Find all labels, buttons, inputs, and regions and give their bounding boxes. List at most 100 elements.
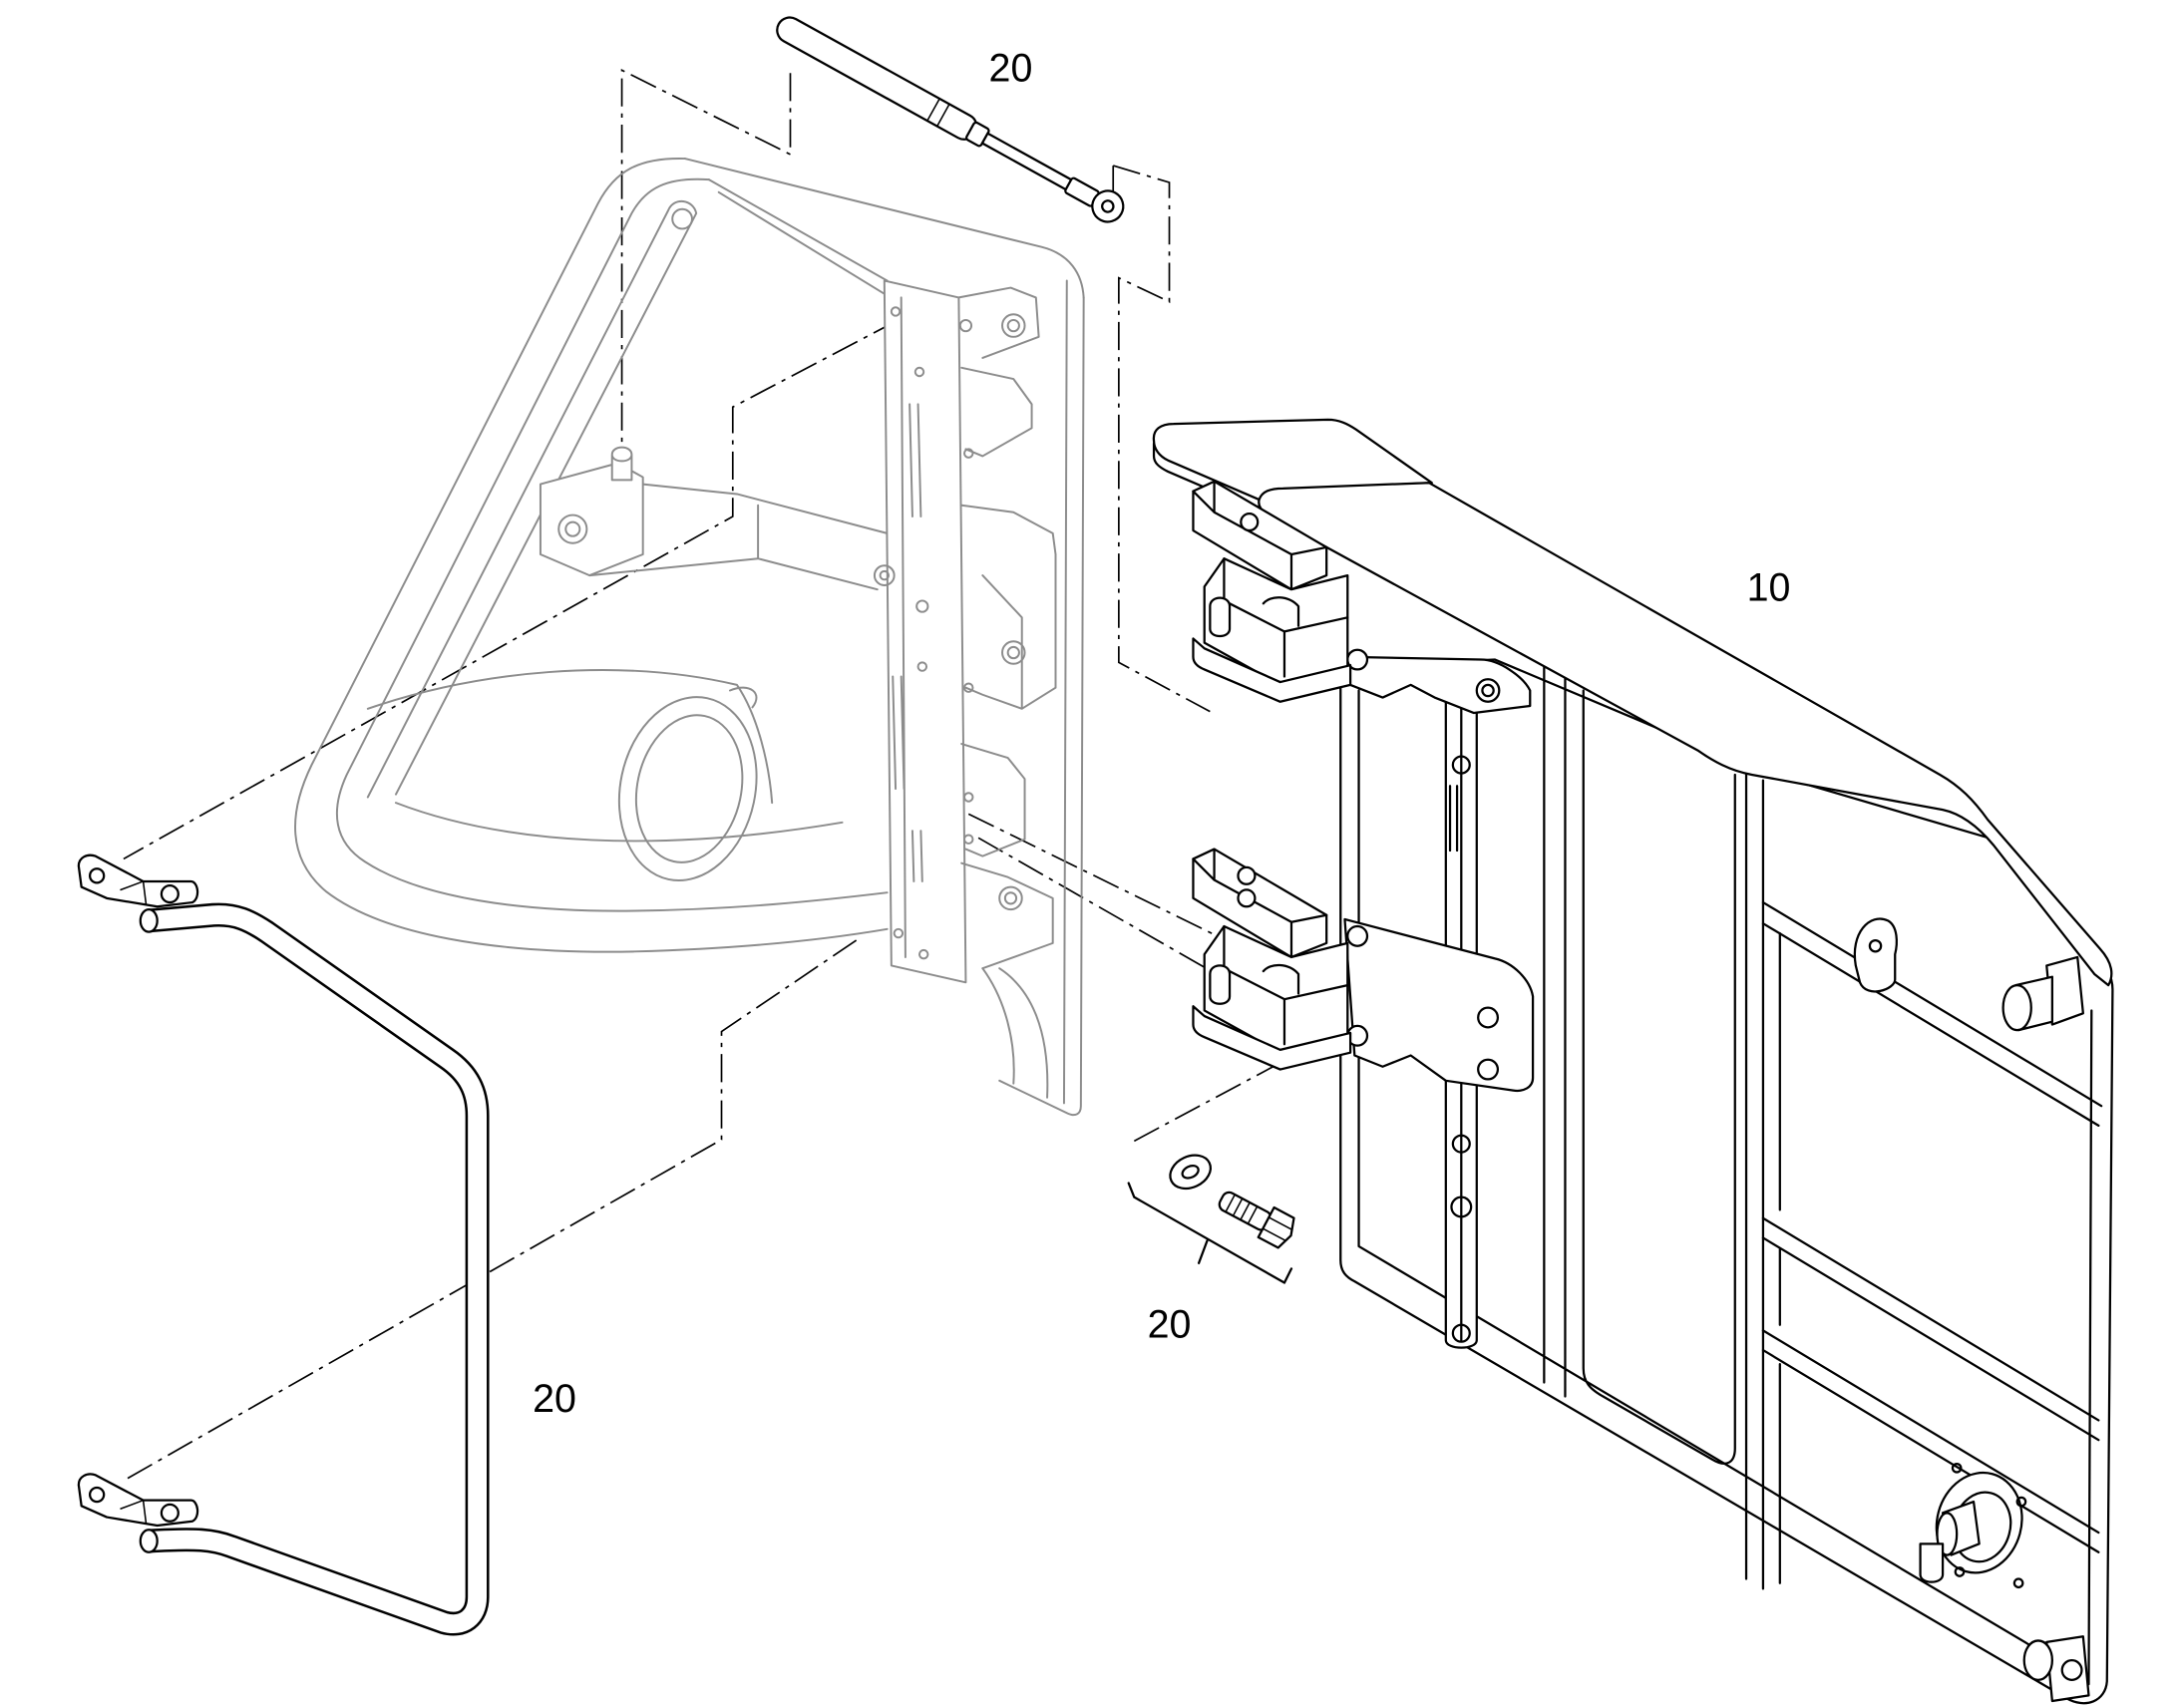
lower-hinge [1192, 848, 1535, 1093]
bracket-nut-core-icon [879, 569, 891, 581]
bracket-hole-icon [963, 682, 974, 693]
tube-frame [77, 854, 490, 1636]
hinge-bolt-icon [1346, 924, 1369, 947]
callout-panel: 10 [1747, 565, 1791, 609]
bracket-nut-icon [998, 885, 1023, 911]
mounting-bracket [873, 279, 1057, 984]
latch-screw-icon [2012, 1577, 2024, 1589]
panel-stop-tab [1853, 917, 1898, 993]
assembly-line-lower-frame [123, 939, 858, 1482]
hinge-bolt-icon [1477, 1058, 1500, 1081]
bracket-nut-core-icon [1003, 891, 1018, 905]
gas-strut [776, 16, 1125, 223]
panel-cap-top [1258, 482, 2113, 987]
bolt-head-facets [1262, 1216, 1292, 1241]
panel-cap-left-tab [1152, 418, 1433, 502]
latch-screw-icon [1951, 1462, 1963, 1474]
assembly-lines [123, 69, 1355, 1482]
bracket-hole-icon [963, 792, 974, 803]
rail-bolt-icon [1451, 1134, 1471, 1154]
strut-cylinder-bands [926, 98, 950, 128]
bracket-bend-line [120, 880, 148, 905]
latch-screw-icon [2015, 1496, 2027, 1508]
bracket-plate [77, 854, 199, 908]
tube-body [148, 905, 488, 1633]
assembly-line-bolt-to-hinge [1133, 1044, 1313, 1143]
bracket-nut-icon [1001, 640, 1026, 665]
bracket-plate [77, 1473, 199, 1528]
hinge-slot [1209, 596, 1232, 638]
lower-hinge-body [1192, 848, 1352, 1071]
bolt [1218, 1191, 1295, 1249]
hinge-bolt-core-icon [1481, 683, 1495, 698]
hinge-bottom-lip [1192, 1005, 1352, 1071]
bracket-hole-icon [890, 306, 902, 317]
tube-end-lower [139, 1529, 159, 1553]
rail-bolt-icon [1450, 1196, 1473, 1218]
hinge-bottom-lip [1192, 637, 1352, 703]
housing-back-plate [981, 279, 1085, 1117]
hinge-knob-icon [1240, 512, 1260, 532]
panel-latch [1919, 1462, 2027, 1589]
bracket-front-plate [883, 279, 967, 984]
callout-fasteners: 20 [1148, 1302, 1192, 1346]
panel-corner-bumper [2022, 1639, 2054, 1681]
panel-cap-left-tab-edge [1152, 442, 1261, 512]
bracket-nut-icon [873, 564, 896, 586]
bracket-edges-and-slots [892, 286, 1057, 970]
frame-upper-bracket [77, 854, 199, 908]
latch-handle [1919, 1542, 1945, 1583]
hinge-channel-details [1223, 557, 1349, 678]
strut-rod [980, 132, 1075, 192]
fastener-leader-bracket [1127, 1182, 1293, 1284]
bolt-head [1257, 1205, 1295, 1249]
assembly-line-bracket-to-hinge-a [967, 813, 1355, 1005]
housing-interior-contours [366, 178, 889, 843]
rail-bolt-icon [1451, 1323, 1471, 1343]
hinge-channel [1203, 557, 1349, 687]
bracket-nut-core-icon [1006, 645, 1020, 660]
bolt-threads [1225, 1194, 1259, 1225]
strut-eye-icon [1091, 189, 1125, 223]
assembly-line-upper-frame [123, 319, 900, 860]
washer-hole [1181, 1164, 1200, 1180]
hinge-bolt-icon [1475, 678, 1501, 703]
hinge-knob-icon [1237, 865, 1257, 885]
hinge-knob-icon [1237, 888, 1257, 908]
fastener-set [1127, 1154, 1295, 1284]
strut-eye-hole-icon [1101, 199, 1115, 213]
bracket-hole-icon [963, 834, 974, 845]
callout-strut: 20 [989, 47, 1033, 91]
door-panel [1152, 418, 2114, 1705]
housing-channel-end-icon [671, 207, 693, 230]
hinge-plate [1343, 917, 1535, 1093]
panel-inner-frame [1357, 661, 2093, 1686]
housing-side-channel [366, 200, 698, 799]
tube-outline [148, 902, 490, 1636]
panel-bumper-face [2001, 983, 2032, 1032]
bracket-hole-icon [915, 599, 929, 613]
mirror-arm [539, 446, 889, 591]
hinge-channel [1203, 924, 1349, 1054]
arm-bolt-icon [557, 513, 588, 544]
housing-outer-shell [294, 158, 889, 953]
bracket-nut-icon [1001, 313, 1026, 338]
bracket-hole-icon [88, 867, 106, 884]
bracket-bolt-icon [160, 884, 180, 904]
washer [1169, 1154, 1212, 1191]
corner-bolt-icon [2060, 1659, 2083, 1681]
housing-top-flange [683, 158, 1085, 299]
latch-screw-icon [1954, 1566, 1966, 1577]
panel-corner-block [2045, 1635, 2090, 1703]
bracket-hole-icon [913, 366, 925, 378]
bracket-hole-icon [917, 948, 929, 960]
hinge-bolt-icon [1477, 1006, 1500, 1029]
stop-tab-hole-icon [1868, 938, 1883, 953]
bracket-hole-icon [916, 661, 928, 672]
assembly-line-strut-to-stud [620, 69, 792, 447]
housing-port-inner [634, 714, 744, 863]
arm-beam [588, 483, 889, 591]
bracket-hole-icon [958, 318, 973, 333]
rail-bolt-icon [1451, 755, 1471, 775]
bracket-hole-icon [88, 1486, 106, 1504]
